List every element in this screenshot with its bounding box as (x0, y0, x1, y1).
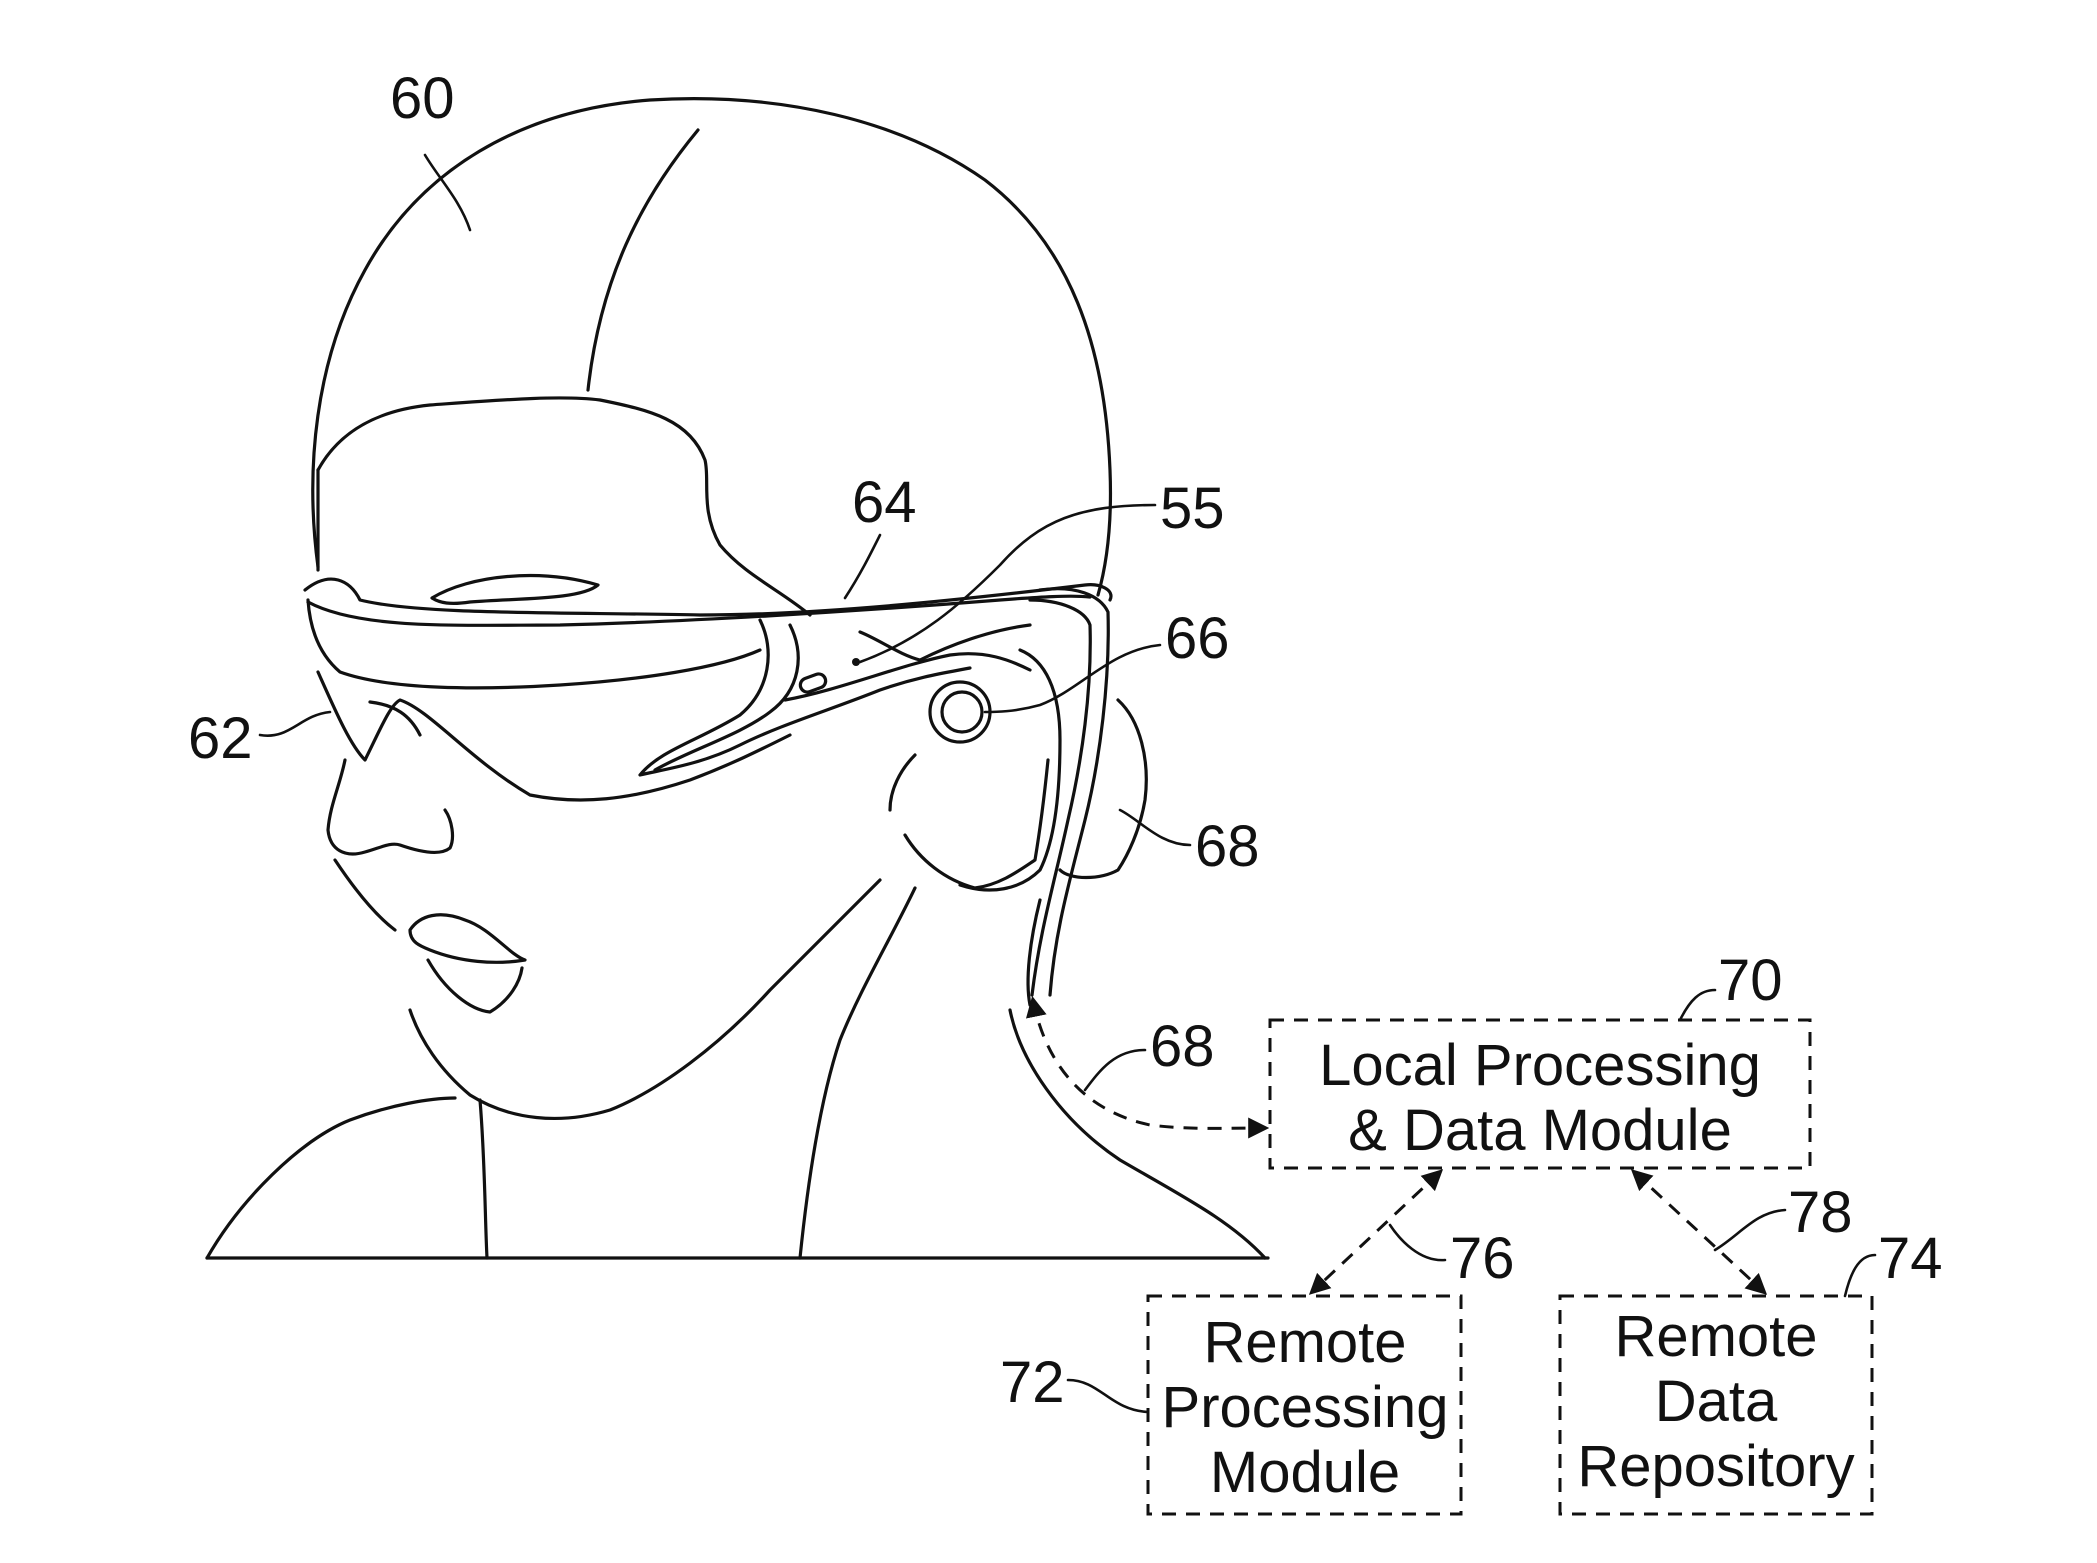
label-76: 76 (1450, 1226, 1515, 1291)
neck-front (480, 1100, 487, 1258)
nose (328, 760, 452, 854)
temple-arm-lower (785, 654, 1030, 700)
glasses-lens-lower (318, 672, 790, 800)
label-72: 72 (1000, 1350, 1065, 1415)
shoulders (207, 1010, 1265, 1258)
remote-processing-line2: Processing (1162, 1375, 1449, 1440)
leader-66 (985, 645, 1160, 712)
leader-lines (260, 155, 1875, 1412)
leader-62 (260, 712, 330, 736)
leader-78 (1715, 1210, 1785, 1250)
local-box-line1: Local Processing (1319, 1033, 1761, 1098)
label-70: 70 (1718, 948, 1783, 1013)
leader-64 (845, 535, 880, 598)
eyebrow (432, 576, 598, 604)
speaker-inner (942, 692, 982, 732)
leader-60 (425, 155, 470, 230)
leader-76 (1390, 1225, 1445, 1260)
glasses-frame-inner (308, 596, 1090, 625)
strap-inner (1030, 600, 1090, 995)
leader-74 (1845, 1255, 1875, 1296)
cable-to-local-link (1033, 1000, 1265, 1128)
label-78: 78 (1788, 1180, 1853, 1245)
remote-data-line2: Data (1655, 1369, 1778, 1434)
local-to-remote-data-link (1634, 1172, 1764, 1292)
label-62: 62 (188, 706, 253, 771)
remote-processing-line1: Remote (1203, 1310, 1406, 1375)
label-66: 66 (1165, 606, 1230, 671)
local-to-remote-processing-link (1312, 1172, 1440, 1292)
glasses-frame-top (305, 579, 1111, 615)
label-68-upper: 68 (1195, 814, 1260, 879)
hair-part (588, 130, 698, 390)
head-illustration (207, 99, 1268, 1258)
remote-processing-line3: Module (1210, 1440, 1400, 1505)
local-box-line2: & Data Module (1348, 1098, 1732, 1163)
remote-data-line3: Repository (1577, 1434, 1854, 1499)
lower-lip (428, 960, 522, 1012)
label-74: 74 (1878, 1226, 1943, 1291)
label-55: 55 (1160, 476, 1225, 541)
leader-70 (1680, 990, 1715, 1020)
leader-68-upper (1120, 810, 1190, 845)
hairline (318, 398, 810, 615)
ear (890, 755, 1048, 888)
leader-68-lower (1085, 1050, 1145, 1090)
label-64: 64 (852, 470, 917, 535)
label-68-lower: 68 (1150, 1014, 1215, 1079)
upper-lip (410, 915, 525, 963)
remote-data-line1: Remote (1614, 1304, 1817, 1369)
label-60: 60 (390, 66, 455, 131)
jaw (335, 860, 880, 1118)
leader-72 (1068, 1380, 1148, 1412)
